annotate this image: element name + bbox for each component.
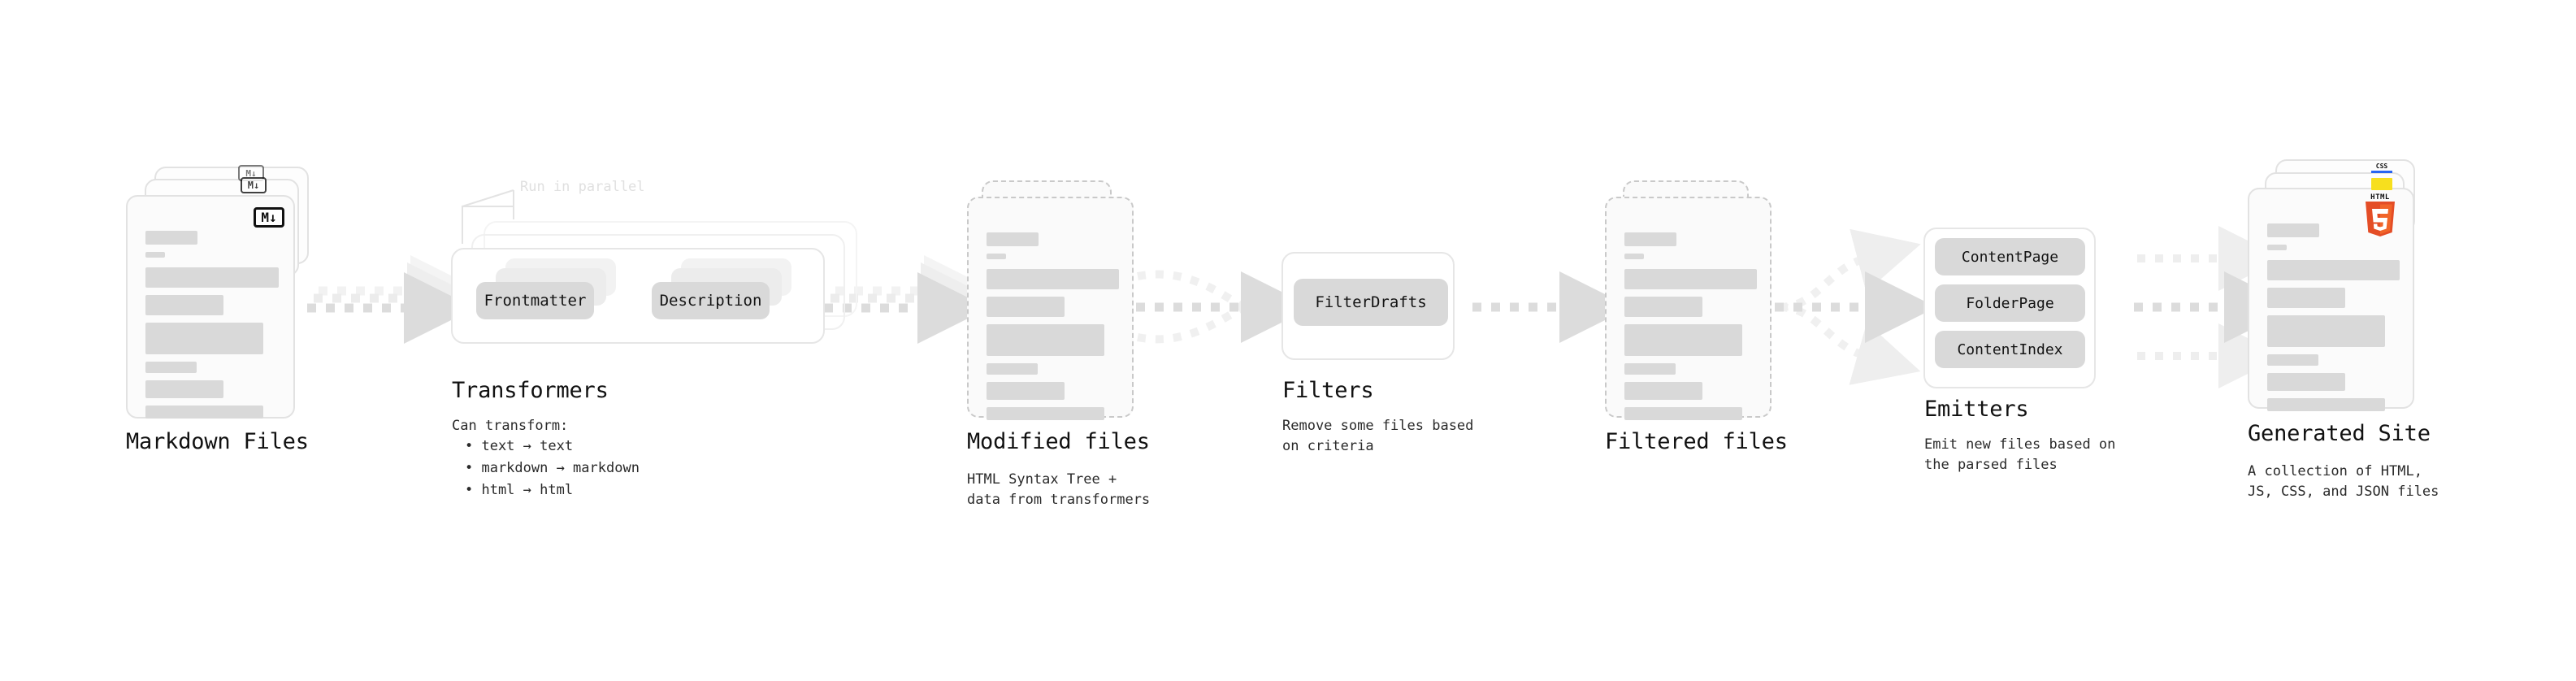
emitter-chip-contentpage[interactable]: ContentPage	[1935, 238, 2085, 275]
filtered-file-content-bars	[1624, 232, 1757, 427]
stage-title-generated-site: Generated Site	[2248, 421, 2431, 446]
run-in-parallel-leader	[462, 189, 514, 244]
stage-title-transformers: Transformers	[452, 378, 609, 403]
transformers-bullet-3: • html → html	[465, 482, 574, 498]
stage-title-modified-files: Modified files	[967, 429, 1150, 454]
transformers-bullet-2: • markdown → markdown	[465, 460, 640, 476]
run-in-parallel-label: Run in parallel	[520, 179, 645, 195]
stage-title-filtered-files: Filtered files	[1605, 429, 1788, 454]
filter-chip-filterdrafts-label: FilterDrafts	[1315, 293, 1427, 311]
emitter-chip-contentpage-label: ContentPage	[1961, 248, 2059, 266]
markdown-logo-arrow-back2: ↓	[251, 167, 257, 179]
markdown-logo-arrow: ↓	[269, 209, 277, 225]
site-file-content-bars	[2267, 223, 2400, 419]
markdown-logo-back-1: M↓	[241, 177, 267, 193]
markdown-logo-arrow-back1: ↓	[254, 180, 260, 191]
connector-emitters-to-site	[2134, 226, 2296, 388]
transformer-chip-frontmatter-label: Frontmatter	[484, 292, 587, 310]
filtered-file-card-front	[1605, 197, 1772, 420]
stage-title-markdown-files: Markdown Files	[126, 429, 309, 454]
modified-files-subtitle: HTML Syntax Tree + data from transformer…	[967, 471, 1151, 508]
modified-file-content-bars	[987, 232, 1119, 427]
emitter-chip-folderpage-label: FolderPage	[1966, 294, 2054, 312]
transformers-bullet-1: • text → text	[465, 438, 574, 454]
emitter-chip-contentindex[interactable]: ContentIndex	[1935, 331, 2085, 368]
css-logo-label: CSS	[2375, 163, 2388, 170]
markdown-logo-text: M	[261, 209, 269, 225]
markdown-file-card-front	[126, 195, 295, 419]
connector-filtered-to-emitters	[1775, 228, 1936, 385]
emitters-subtitle: Emit new files based on the parsed files	[1924, 436, 2116, 473]
transformer-chip-description-label: Description	[659, 292, 762, 310]
stage-title-emitters: Emitters	[1924, 397, 2029, 422]
generated-site-subtitle: A collection of HTML, JS, CSS, and JSON …	[2248, 463, 2439, 500]
markdown-logo-text-back1: M	[247, 180, 254, 191]
filter-chip-filterdrafts[interactable]: FilterDrafts	[1294, 279, 1448, 326]
markdown-file-content-bars	[145, 231, 279, 426]
emitter-chip-contentindex-label: ContentIndex	[1957, 340, 2063, 358]
html5-logo-label: HTML	[2370, 193, 2390, 202]
transformer-chip-description[interactable]: Description	[652, 282, 770, 319]
connector-modified-to-filters	[1136, 270, 1312, 344]
emitter-chip-folderpage[interactable]: FolderPage	[1935, 284, 2085, 322]
markdown-logo: M↓	[254, 207, 284, 228]
transformer-chip-frontmatter[interactable]: Frontmatter	[476, 282, 594, 319]
stage-title-filters: Filters	[1282, 378, 1374, 403]
js-logo	[2371, 178, 2392, 190]
html5-logo: HTML	[2363, 193, 2397, 242]
connector-transformers-to-modified	[824, 255, 995, 344]
css-logo: CSS	[2371, 163, 2392, 173]
html5-shield-icon	[2366, 202, 2395, 236]
transformers-subtitle: Can transform:	[452, 418, 569, 434]
connector-markdown-to-transformers	[307, 255, 482, 344]
markdown-logo-text-back2: M	[245, 167, 251, 179]
filters-subtitle: Remove some files based on criteria	[1282, 418, 1474, 454]
modified-file-card-front	[967, 197, 1134, 420]
